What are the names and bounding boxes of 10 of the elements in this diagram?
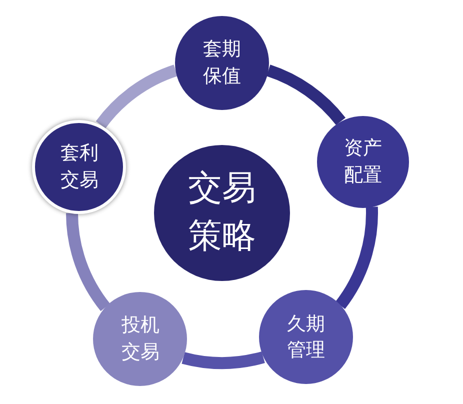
topic-circle: 久期管理 [258, 290, 353, 384]
topic-circle: 资产配置 [316, 116, 409, 208]
topic-circle: 套期保值 [175, 16, 269, 110]
ring-segment [182, 351, 265, 369]
topic-circle: 投机交易 [93, 292, 188, 386]
center-circle: 交易策略 [154, 145, 290, 281]
ring-segment [96, 64, 178, 129]
ring-segment [66, 212, 110, 311]
ring-segment [335, 206, 378, 309]
ring-segment [266, 64, 346, 126]
